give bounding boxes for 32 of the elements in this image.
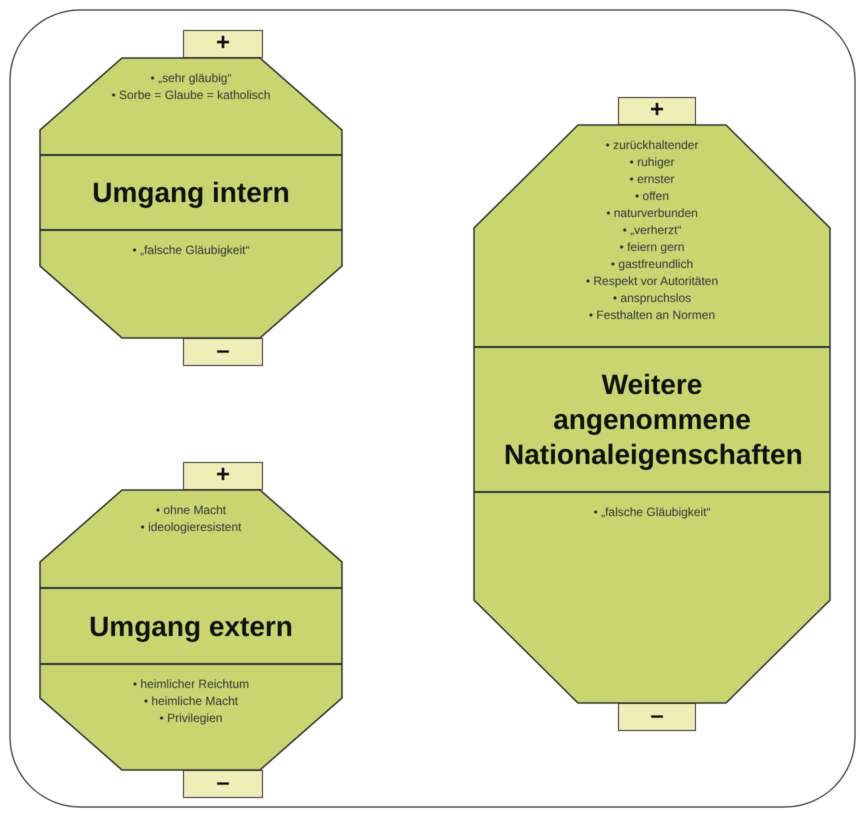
list-item: • „falsche Gläubigkeit“: [132, 242, 250, 259]
list-item: • gastfreundlich: [610, 256, 694, 273]
list-item: • feiern gern: [620, 239, 684, 256]
list-item: • zurückhaltender: [606, 137, 698, 154]
list-item: • offen: [634, 188, 669, 205]
list-item: • ruhiger: [630, 154, 674, 171]
sign-tab: +: [183, 30, 263, 58]
list-item: • „verherzt“: [622, 222, 682, 239]
sign-tab: –: [183, 338, 263, 366]
list-item: • naturverbunden: [606, 205, 698, 222]
list-item: • Sorbe = Glaube = katholisch: [112, 87, 270, 104]
list-item: • heimlicher Reichtum: [132, 676, 250, 693]
list-item: • anspruchslos: [612, 290, 692, 307]
sign-tab: –: [183, 770, 263, 798]
octagon-panel: [40, 490, 342, 770]
list-item: • „falsche Gläubigkeit“: [594, 504, 710, 521]
section-title: Umgang extern: [89, 610, 293, 644]
sign-tab: +: [618, 97, 696, 125]
sign-tab: +: [183, 462, 263, 490]
list-item: • heimliche Macht: [144, 693, 238, 710]
list-item: • Privilegien: [160, 710, 222, 727]
section-title: Umgang intern: [92, 176, 290, 210]
sign-tab: –: [618, 703, 696, 731]
list-item: • Festhalten an Normen: [588, 307, 716, 324]
list-item: • ohne Macht: [156, 502, 226, 519]
octagon-panel: [474, 125, 830, 703]
octagon-panel: [40, 58, 342, 338]
list-item: • ernster: [630, 171, 674, 188]
list-item: • Respekt vor Autoritäten: [586, 273, 718, 290]
list-item: • „sehr gläubig“: [150, 70, 232, 87]
section-title: Weitere angenommene Nationaleigenschaften: [504, 368, 800, 472]
list-item: • ideologieresistent: [140, 519, 242, 536]
